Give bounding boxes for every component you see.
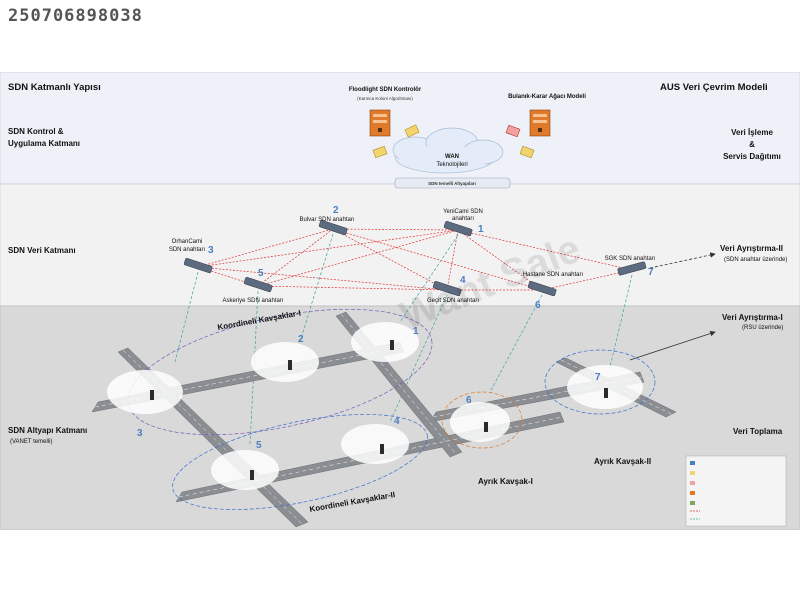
switch-6-number: 6 <box>535 300 541 311</box>
separation2-label-1: Veri Ayrıştırma-II <box>720 244 783 253</box>
data-band <box>0 183 800 307</box>
legend-swatches <box>690 461 700 520</box>
stock-image-id: 250706898038 <box>8 6 143 26</box>
switch-7-name-1: SGK SDN anahtarı <box>605 256 656 262</box>
envelope-icon <box>372 124 535 159</box>
floodlight-subtitle: (Karınca Koloni Algoritması) <box>357 96 413 101</box>
wan-label-1: WAN <box>445 154 459 160</box>
control-layer-label-2: Uygulama Katmanı <box>8 139 80 148</box>
switch-1-name-1: YeniCami SDN <box>443 209 483 215</box>
isolated-zone-2 <box>544 349 656 415</box>
switch-icon <box>243 277 273 293</box>
switch-4-number: 4 <box>460 275 466 286</box>
processing-label-amp: & <box>749 140 755 149</box>
svg-text:2: 2 <box>298 334 304 345</box>
separation2-arrow <box>649 252 716 269</box>
switch-7-number: 7 <box>648 267 654 278</box>
control-band <box>0 72 800 185</box>
switch-1-number: 1 <box>478 224 484 235</box>
switch-2-number: 2 <box>333 205 339 216</box>
switch-1-name-2: anahtarı <box>452 216 474 222</box>
traffic-light-icon <box>150 340 608 480</box>
processing-label-2: Servis Dağıtımı <box>723 152 781 161</box>
switch-5-name-1: Askeriye SDN anahtarı <box>222 298 283 304</box>
isolated-zone-1-label: Ayrık Kavşak-I <box>478 477 533 486</box>
infra-layer-label-2: (VANET temelli) <box>10 439 52 445</box>
switch-icon <box>318 220 348 236</box>
floodlight-title: Floodlight SDN Kontrolör <box>349 87 422 93</box>
left-title: SDN Katmanlı Yapısı <box>8 82 101 93</box>
switch-3-number: 3 <box>208 245 214 256</box>
separation2-label-2: (SDN anahtar üzerinde) <box>724 257 787 263</box>
switch-6-name-1: Hastane SDN anahtarı <box>523 272 584 278</box>
fuzzy-title: Bulanık-Karar Ağacı Modeli <box>508 94 586 100</box>
intersection-numbers: 3 2 1 5 4 6 7 <box>137 326 601 451</box>
isolated-zone-1 <box>441 391 523 449</box>
infra-layer-label-1: SDN Altyapı Katmanı <box>8 426 87 435</box>
svg-text:7: 7 <box>595 372 601 383</box>
switch-2-name-1: Bulvar SDN anahtarı <box>299 217 354 223</box>
svg-text:5: 5 <box>256 440 262 451</box>
right-title: AUS Veri Çevrim Modeli <box>660 82 768 93</box>
switch-icon <box>617 261 647 276</box>
svg-text:1: 1 <box>413 326 419 337</box>
wan-cloud <box>392 127 504 174</box>
switch-icon <box>432 281 462 297</box>
separation1-arrow <box>629 330 716 361</box>
switch-icon <box>443 221 473 237</box>
collect-label: Veri Toplama <box>733 427 783 436</box>
sdn-infra-label: SDN temelli Altyapıları <box>428 181 476 186</box>
separation1-label-2: (RSU üzerinde) <box>742 325 783 331</box>
legend-box <box>685 455 787 527</box>
intersection-clouds <box>107 322 643 490</box>
svg-text:6: 6 <box>466 395 472 406</box>
isolated-zone-2-label: Ayrık Kavşak-II <box>594 457 651 466</box>
floodlight-server-icon <box>369 109 391 137</box>
sdn-infra-bar <box>394 177 511 189</box>
fuzzy-server-icon <box>529 109 551 137</box>
switch-links <box>197 228 633 291</box>
data-layer-label: SDN Veri Katmanı <box>8 246 76 255</box>
separation1-label-1: Veri Ayrıştırma-I <box>722 313 783 322</box>
switch-icon <box>183 258 213 274</box>
switch-3-name-2: SDN anahtarı <box>169 247 206 253</box>
control-layer-label-1: SDN Kontrol & <box>8 127 64 136</box>
switch-icon <box>527 281 557 297</box>
svg-text:3: 3 <box>137 428 143 439</box>
switch-3-name-1: OrhanCami <box>172 239 203 245</box>
coord-zone-2 <box>172 414 428 510</box>
switch-4-name-1: Geçit SDN anahtarı <box>427 298 479 304</box>
sdn-diagram: SDN Katmanlı Yapısı AUS Veri Çevrim Mode… <box>0 72 800 530</box>
wan-label-2: Teknolojileri <box>436 162 467 168</box>
switch-5-number: 5 <box>258 268 264 279</box>
processing-label-1: Veri İşleme <box>731 128 773 137</box>
svg-text:4: 4 <box>394 416 400 427</box>
